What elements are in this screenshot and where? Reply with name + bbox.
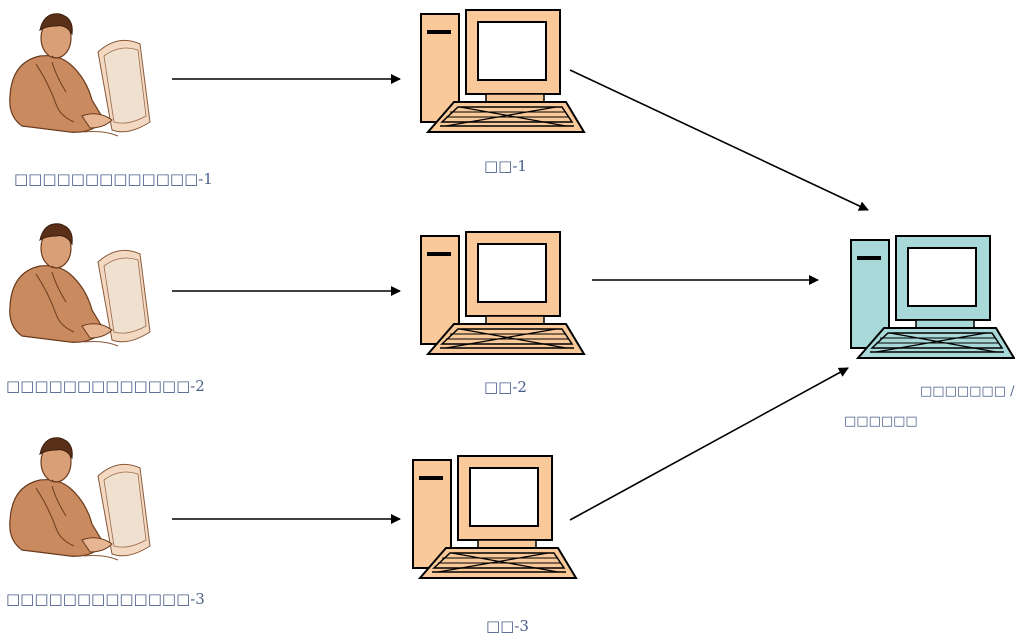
operator-1-illustration (9, 13, 151, 137)
terminal-3-computer-icon (412, 455, 577, 579)
operator-3-label: □□□□□□□□□□□□□-3 (6, 590, 205, 608)
terminal-3-label: □□-3 (486, 617, 529, 635)
operator-2-label: □□□□□□□□□□□□□-2 (6, 377, 205, 395)
terminal-2-computer-icon (420, 231, 585, 355)
server-computer-icon (850, 235, 1015, 359)
arrow-terminal-3-to-server (569, 367, 849, 521)
operator-1-label: □□□□□□□□□□□□□-1 (14, 170, 213, 188)
terminal-2-label: □□-2 (484, 378, 527, 396)
server-label-line-2: □□□□□□ (844, 414, 918, 429)
arrow-terminal-1-to-server (569, 69, 869, 211)
server-label-line-1: □□□□□□□ / (920, 384, 1015, 399)
terminal-1-computer-icon (420, 9, 585, 133)
operator-3-illustration (9, 437, 151, 561)
terminal-1-label: □□-1 (484, 157, 527, 175)
operator-2-illustration (9, 223, 151, 347)
